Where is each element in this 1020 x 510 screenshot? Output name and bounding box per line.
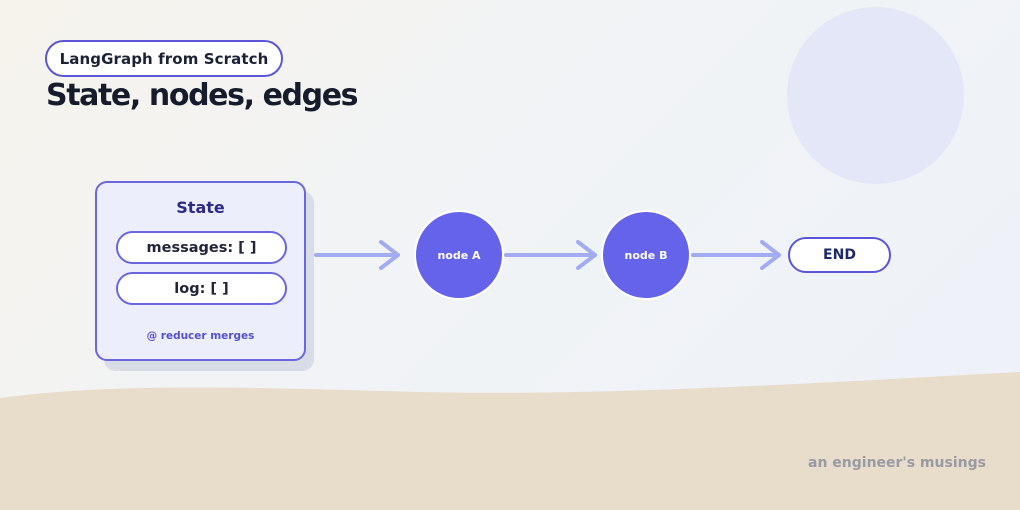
end-node: END — [788, 237, 891, 273]
state-field-messages: messages: [ ] — [116, 231, 287, 264]
edge-node-b-to-end — [691, 240, 781, 270]
reducer-note: @ reducer merges — [146, 330, 255, 342]
footer-signature: an engineer's musings — [808, 455, 986, 471]
state-field-log: log: [ ] — [116, 272, 287, 305]
state-title: State — [176, 198, 225, 217]
decorative-circle — [787, 7, 964, 184]
edge-node-a-to-node-b — [504, 240, 597, 270]
state-box: State messages: [ ] log: [ ] @ reducer m… — [95, 181, 306, 361]
series-badge: LangGraph from Scratch — [45, 40, 283, 77]
edge-state-to-node-a — [314, 240, 400, 270]
node-b: node B — [601, 210, 691, 300]
page-title: State, nodes, edges — [46, 78, 359, 113]
node-a: node A — [414, 210, 504, 300]
